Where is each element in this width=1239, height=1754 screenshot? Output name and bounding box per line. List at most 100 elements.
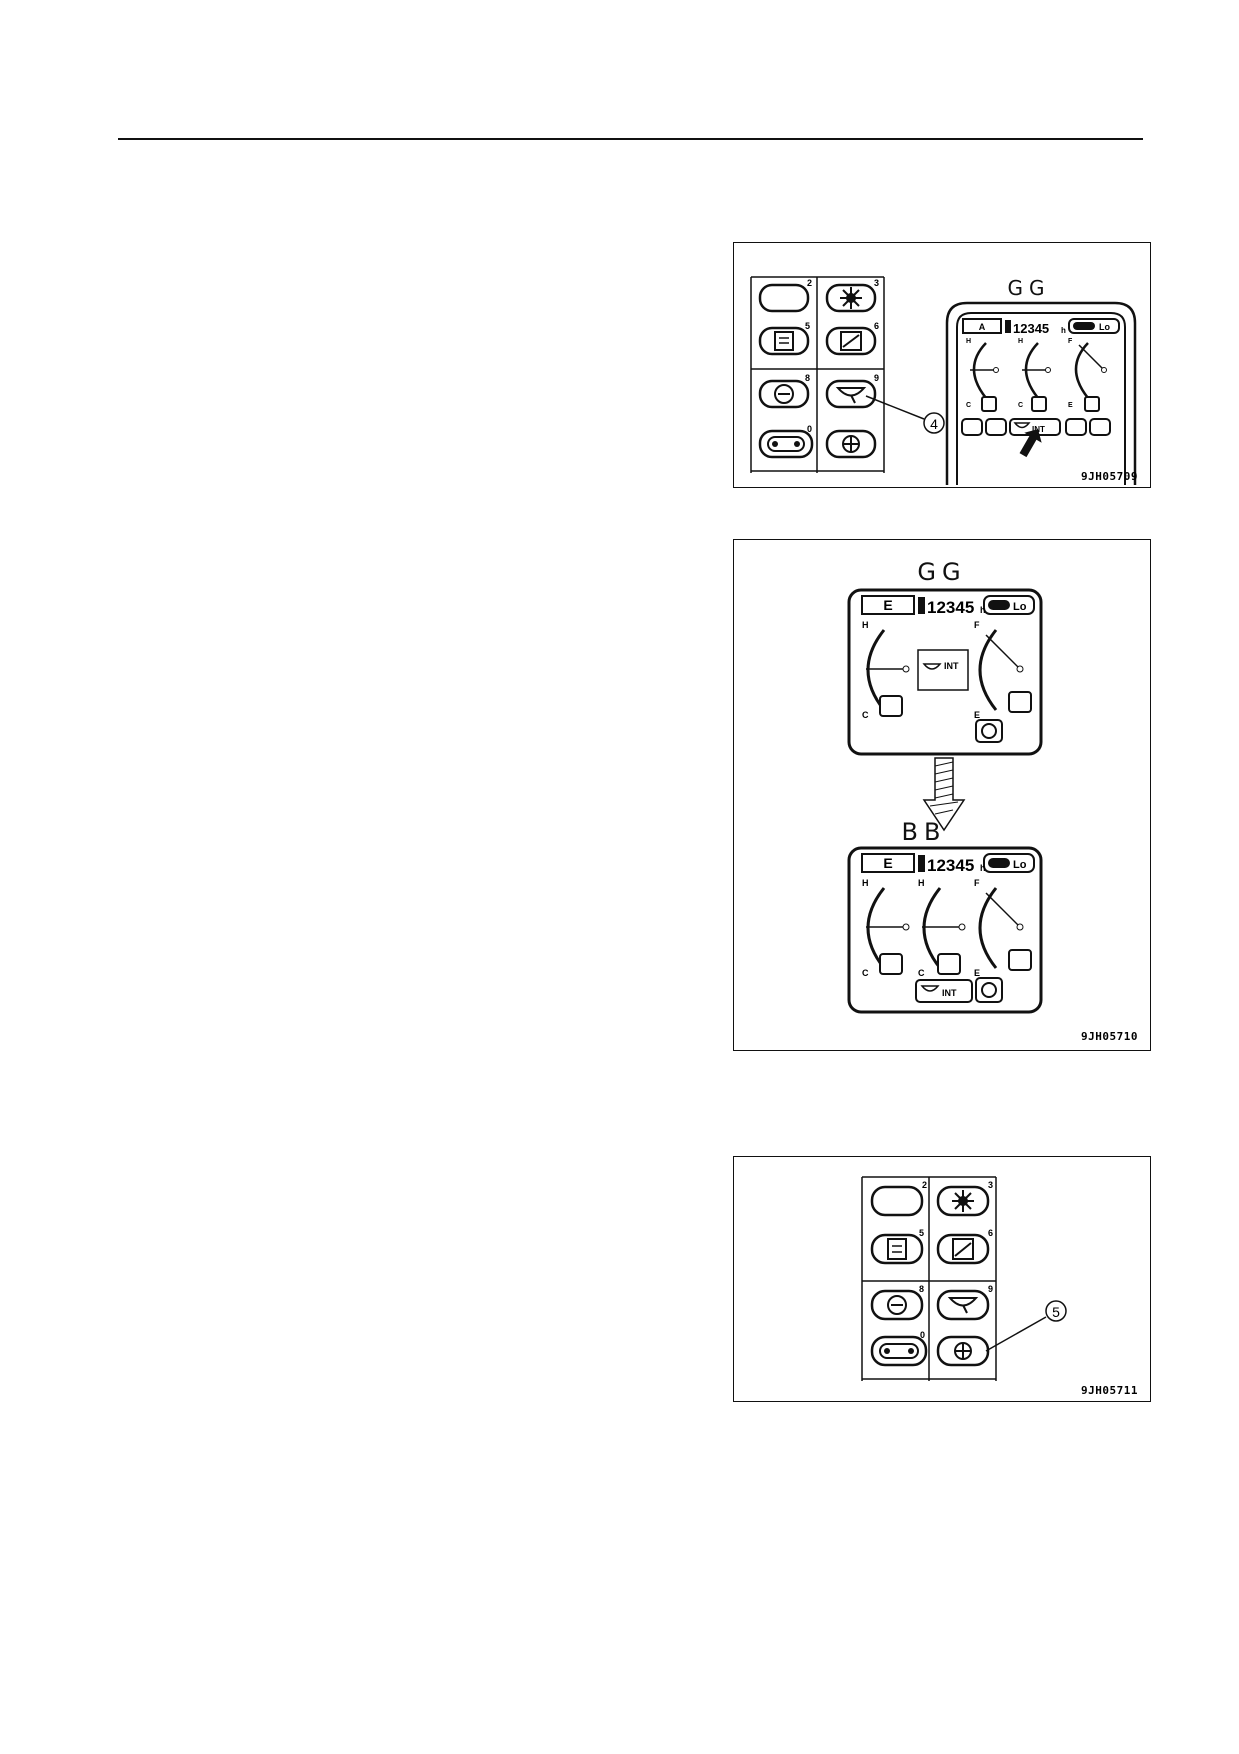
callout-number: 4 — [930, 416, 938, 432]
track-icon — [1073, 322, 1095, 330]
key-number: 9 — [988, 1284, 993, 1294]
gauge-mark: F — [974, 620, 980, 630]
key-number: 0 — [920, 1330, 925, 1340]
gauge-mark: H — [862, 620, 869, 630]
figure-wiper-display-change: GG E 12345 h Lo INT H C F E — [733, 539, 1151, 1051]
coolant-gauge — [970, 342, 999, 399]
callout-leader — [985, 1316, 1047, 1352]
gauge-mark: C — [1018, 402, 1023, 409]
gauge-mark: H — [1018, 338, 1023, 345]
hourmeter-icon — [1005, 320, 1011, 333]
figure-air-conditioner-switch: 2 3 5 6 8 9 — [733, 1156, 1151, 1402]
lamp-icon — [961, 418, 983, 436]
buzzer-switch[interactable] — [758, 379, 810, 409]
key-number: 0 — [807, 424, 812, 434]
mode-indicator — [962, 318, 1002, 334]
travel-speed-value: Lo — [1013, 859, 1027, 871]
header-rule — [118, 138, 1143, 140]
menu-switch[interactable] — [870, 1233, 924, 1265]
hourmeter-unit: h — [1061, 326, 1066, 335]
swing-lock-icon — [985, 418, 1007, 436]
key-number: 6 — [988, 1228, 993, 1238]
gauge-mark: C — [862, 968, 869, 978]
key-number: 5 — [919, 1228, 924, 1238]
gauge-mark: H — [862, 878, 869, 888]
gauge-mark: F — [1068, 338, 1073, 345]
menu-switch[interactable] — [758, 326, 810, 356]
hourmeter-value: 12345 — [927, 856, 974, 875]
hourmeter-unit: h — [980, 605, 986, 615]
buzzer-icon — [1065, 418, 1087, 436]
blank-switch[interactable] — [870, 1185, 924, 1217]
gauge-mark: E — [974, 710, 980, 720]
hourmeter-unit: h — [980, 863, 986, 873]
callout-leader — [865, 395, 925, 420]
figure3-drawing: 2 3 5 6 8 9 — [861, 1176, 1138, 1397]
hydraulic-oil-icon — [1031, 396, 1047, 412]
wiper-icon — [1013, 422, 1031, 429]
figure-wiper-switch-panel: 2 3 5 6 8 9 — [733, 242, 1151, 488]
fuel-gauge — [1074, 342, 1107, 399]
work-light-switch[interactable] — [825, 283, 877, 313]
window-washer-switch[interactable] — [936, 1233, 990, 1265]
gauge-mark: E — [1068, 402, 1073, 409]
gauge-mark: C — [966, 402, 971, 409]
key-number: 5 — [805, 321, 810, 331]
wiper-mode-value: INT — [944, 661, 959, 671]
figure-code: 9JH05711 — [1081, 1384, 1138, 1397]
wiper-switch[interactable] — [936, 1289, 990, 1321]
mode-value: E — [883, 597, 892, 613]
monitor-panel-top — [847, 588, 1043, 756]
key-number: 3 — [874, 278, 879, 288]
screen-label-bottom: BB — [902, 818, 947, 846]
preheat-icon — [1089, 418, 1111, 436]
screen-label-top: GG — [917, 558, 966, 586]
track-speed-switch[interactable] — [758, 429, 814, 459]
gauge-mark: H — [966, 338, 971, 345]
window-washer-switch[interactable] — [825, 326, 877, 356]
key-number: 9 — [874, 373, 879, 383]
callout-circle — [923, 412, 945, 434]
wiper-mode-value: INT — [942, 988, 957, 998]
work-light-switch[interactable] — [936, 1185, 990, 1217]
air-conditioner-switch[interactable] — [825, 429, 877, 459]
callout-circle — [1045, 1300, 1067, 1322]
monitor-panel-bottom — [847, 846, 1043, 1014]
figure-code: 9JH05710 — [1081, 1030, 1138, 1043]
screen-label: GG — [1008, 276, 1051, 300]
gauge-mark: E — [974, 968, 980, 978]
buzzer-switch[interactable] — [870, 1289, 924, 1321]
key-number: 2 — [807, 278, 812, 288]
transition-arrow — [922, 757, 966, 832]
gauge-mark: C — [918, 968, 925, 978]
hourmeter-value: 12345 — [1013, 321, 1049, 336]
figure1-drawing: 2 3 5 6 8 9 — [750, 276, 1138, 485]
engine-water-icon — [981, 396, 997, 412]
wiper-switch[interactable] — [825, 379, 877, 409]
key-number: 8 — [805, 373, 810, 383]
mode-value: E — [883, 855, 892, 871]
key-number: 3 — [988, 1180, 993, 1190]
figure2-drawing: GG E 12345 h Lo INT H C F E — [847, 558, 1138, 1043]
figure-code: 9JH05709 — [1081, 470, 1138, 483]
hourmeter-value: 12345 — [927, 598, 974, 617]
wiper-mode-value: INT — [1032, 425, 1045, 434]
gauge-mark: C — [862, 710, 869, 720]
hydraulic-gauge — [1022, 342, 1051, 399]
monitor-bezel — [945, 301, 1137, 485]
arrow-icon — [1019, 429, 1042, 458]
fuel-icon — [1084, 396, 1100, 412]
gauge-mark: F — [974, 878, 980, 888]
travel-speed-value: Lo — [1013, 601, 1027, 613]
keypad-grid — [861, 1176, 997, 1381]
air-conditioner-switch[interactable] — [936, 1335, 990, 1367]
track-speed-switch[interactable] — [870, 1335, 928, 1367]
gauge-mark: H — [918, 878, 925, 888]
blank-switch[interactable] — [758, 283, 810, 313]
key-number: 6 — [874, 321, 879, 331]
mode-value: A — [979, 322, 986, 332]
key-number: 8 — [919, 1284, 924, 1294]
travel-speed-value: Lo — [1099, 322, 1110, 332]
key-number: 2 — [922, 1180, 927, 1190]
keypad-grid — [750, 276, 885, 473]
